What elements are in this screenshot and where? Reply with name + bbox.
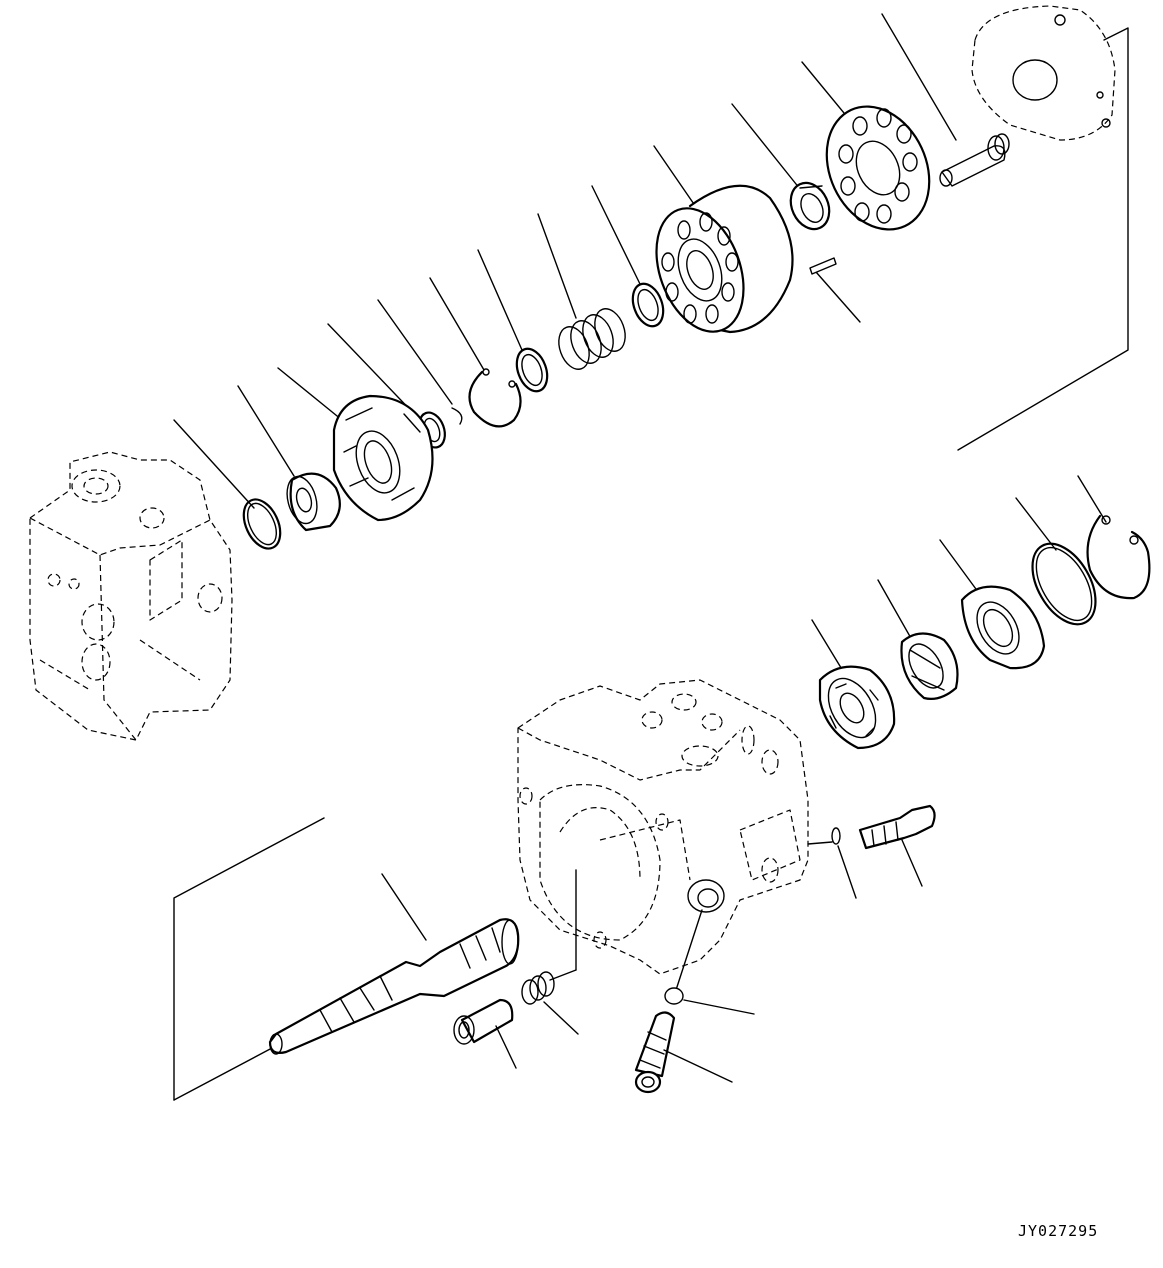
- pump-housing-left: [29, 451, 233, 741]
- adjusting-screw: [634, 1011, 733, 1094]
- drawing-code: JY027295: [1018, 1222, 1099, 1240]
- o-ring-upper: [242, 498, 282, 550]
- small-ball: [451, 407, 463, 425]
- valve-plate: [825, 105, 931, 231]
- bearing-housing-lower: [960, 585, 1046, 670]
- o-ring-fitting: [807, 827, 857, 899]
- drive-shaft: [268, 873, 520, 1055]
- washer-middle: [515, 347, 549, 393]
- small-pin: [809, 257, 837, 275]
- housing-port: [687, 879, 725, 913]
- needle-bearing-upper: [789, 181, 831, 231]
- swash-plate: [332, 394, 434, 522]
- pump-housing-main: [517, 679, 809, 975]
- snap-ring-upper: [468, 368, 522, 428]
- leader-lines-lower: [811, 475, 1107, 677]
- assembly-outline-upper: [957, 27, 1129, 451]
- cylinder-block: [655, 184, 794, 334]
- leader-lines-upper: [173, 13, 957, 509]
- roller-bearing-upper: [286, 472, 341, 532]
- assembly-outline-lower: [173, 817, 325, 1101]
- roller-bearing-lower: [818, 665, 896, 750]
- snap-ring-lower: [1086, 514, 1151, 600]
- spring-upper: [558, 308, 626, 370]
- center-pin: [939, 133, 1010, 187]
- bushing-lower: [453, 998, 517, 1069]
- taper-bearing-lower: [900, 632, 959, 700]
- washer-upper: [631, 282, 665, 328]
- ball-lower: [664, 909, 755, 1015]
- pump-cover: [971, 5, 1116, 141]
- spring-lower: [521, 869, 579, 1035]
- o-ring-lower: [1031, 542, 1097, 626]
- fitting-elbow: [858, 804, 936, 887]
